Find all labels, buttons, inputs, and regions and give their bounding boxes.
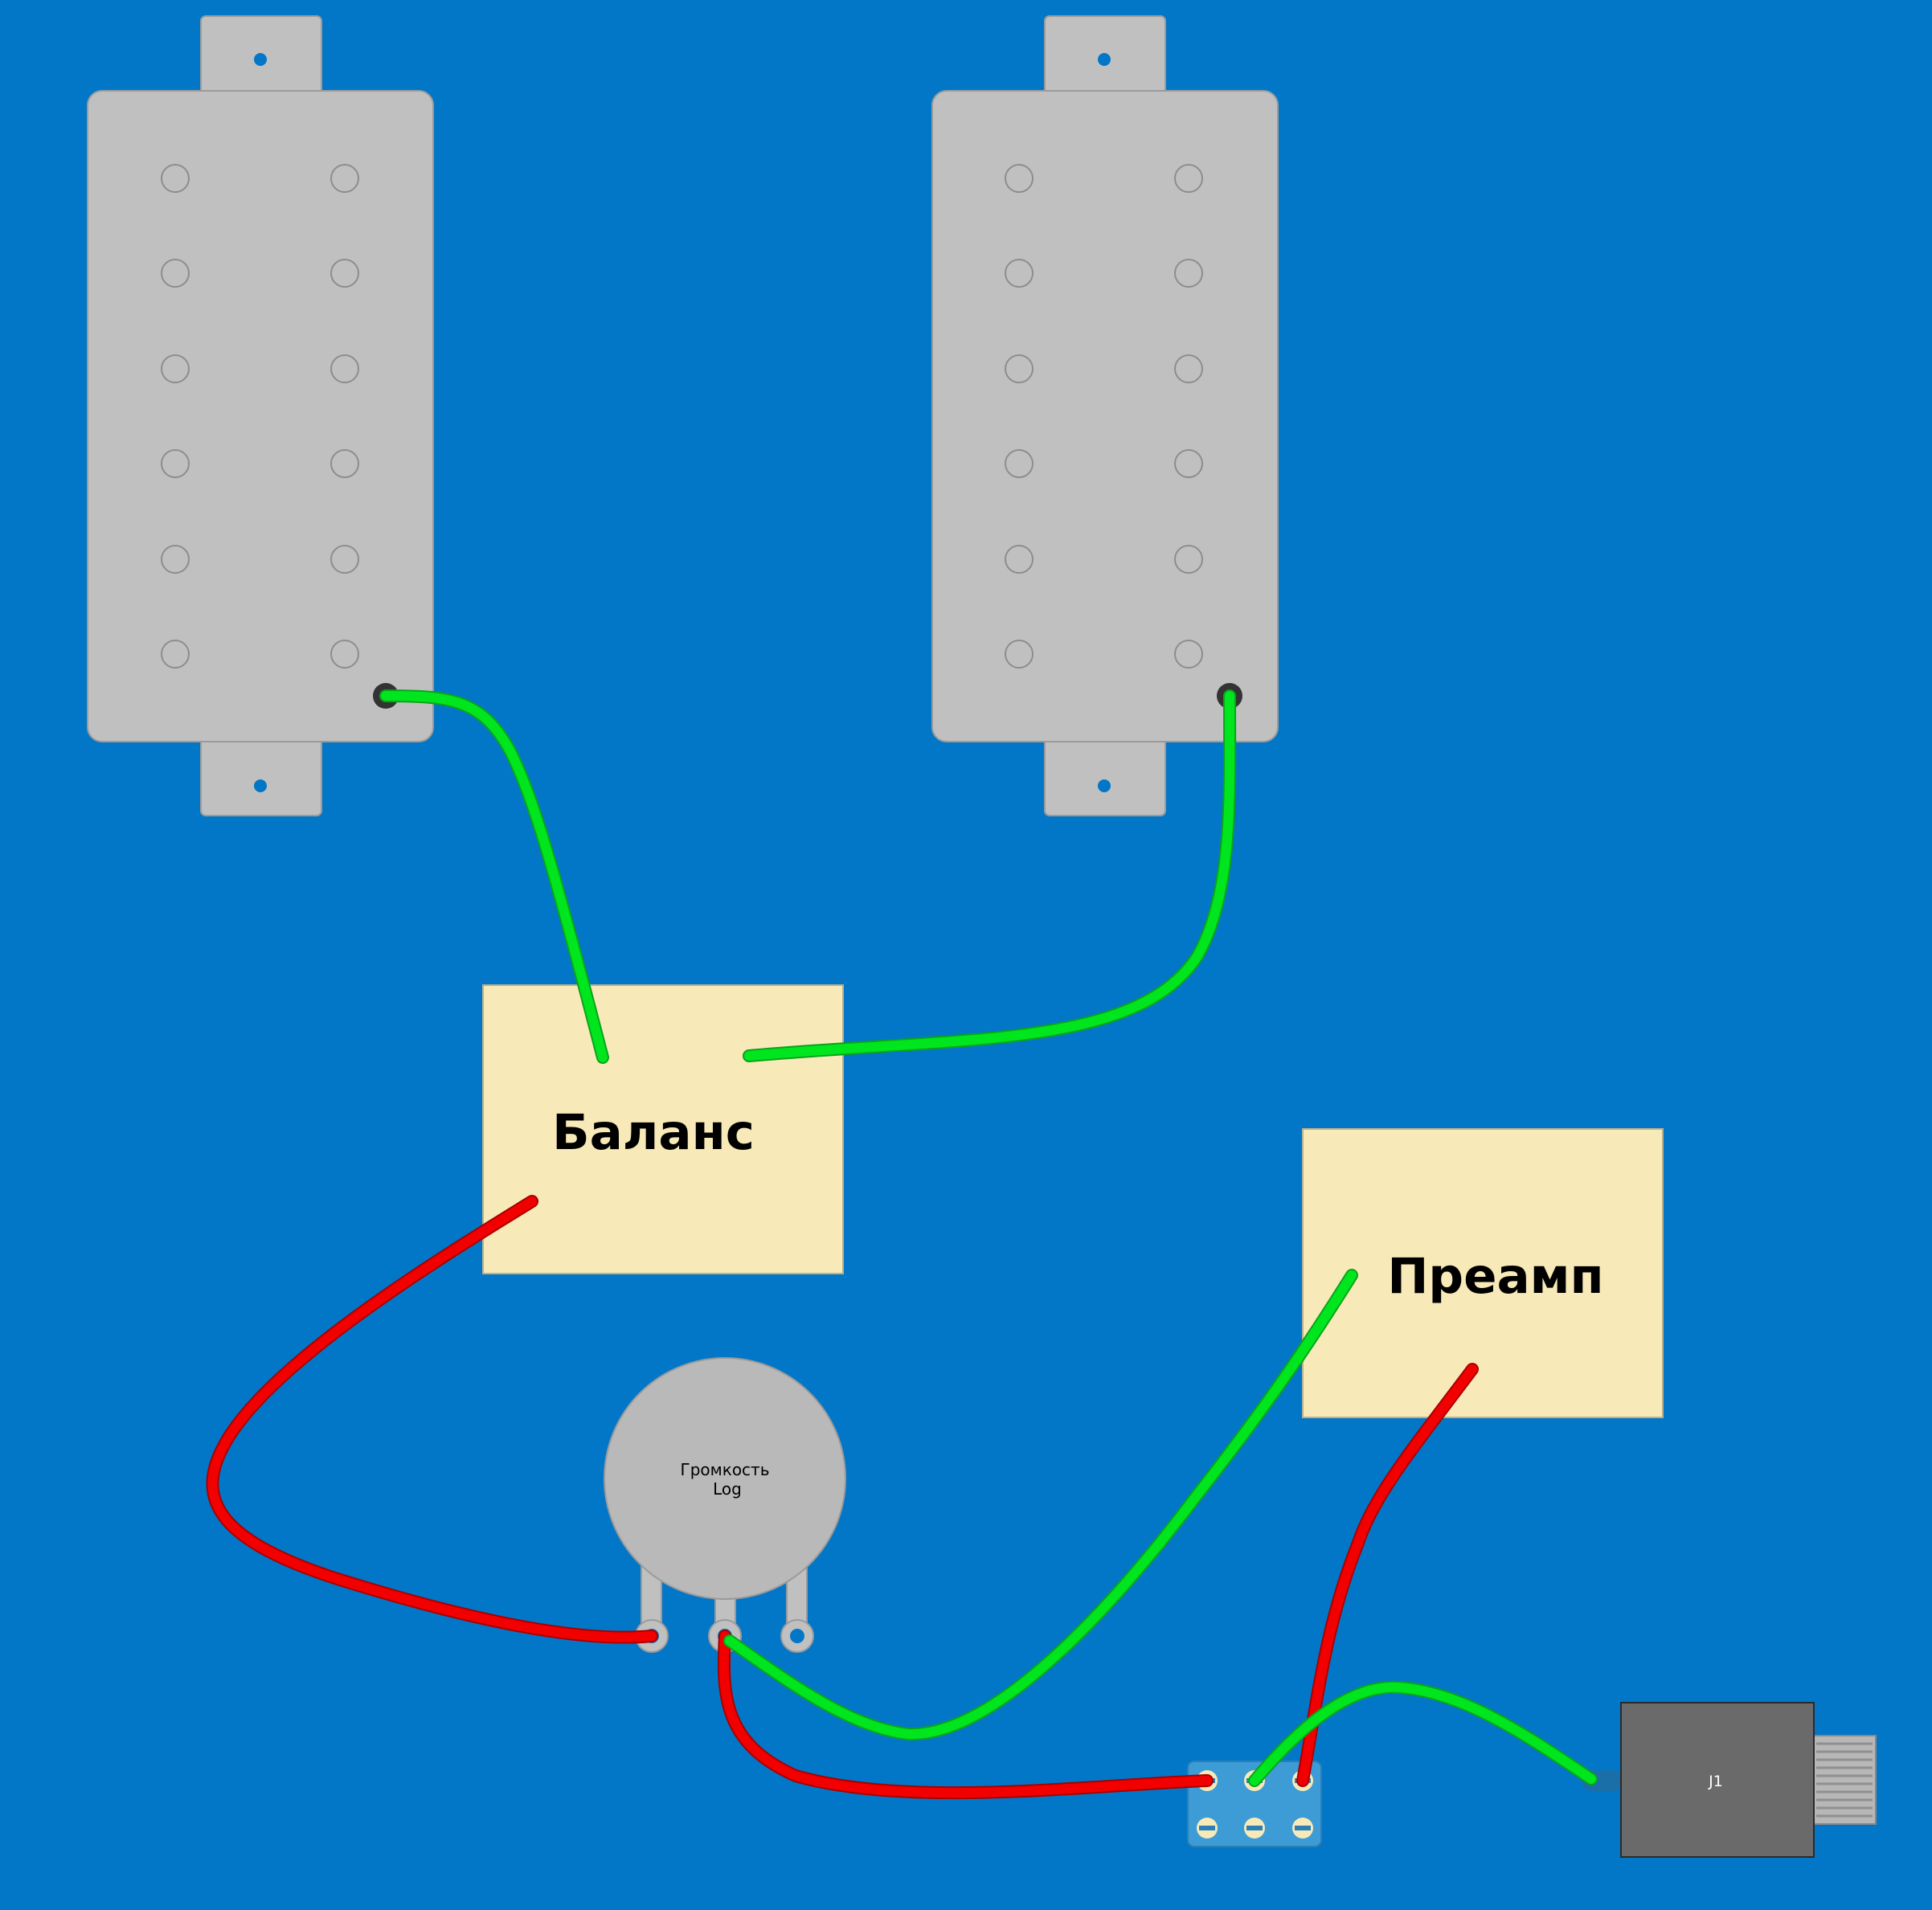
pole-piece xyxy=(330,259,359,288)
wire-green-pot-to-preamp xyxy=(725,1270,1357,1740)
pole-piece xyxy=(1174,449,1203,478)
preamp-module: Преамп xyxy=(1302,1128,1664,1418)
mounting-tab-bottom xyxy=(1044,730,1166,816)
pole-piece xyxy=(1005,259,1034,288)
screw-slot xyxy=(1199,1826,1215,1830)
mounting-hole xyxy=(254,779,267,792)
balance-module: Баланс xyxy=(482,984,844,1274)
pole-piece xyxy=(1005,449,1034,478)
pole-piece xyxy=(161,354,190,383)
pot-lug-hole xyxy=(790,1629,804,1643)
jack-label: J1 xyxy=(1708,1773,1723,1790)
pole-piece xyxy=(161,545,190,574)
wire-red-preamp-to-terminal xyxy=(1298,1364,1477,1785)
mounting-hole xyxy=(1098,779,1111,792)
pole-piece xyxy=(1005,640,1034,669)
jack-barrel xyxy=(1811,1735,1877,1825)
pole-piece xyxy=(161,259,190,288)
wire-red-pot-to-terminal xyxy=(718,1631,1212,1798)
wire-red-balance-to-pot xyxy=(207,1196,657,1642)
pole-piece xyxy=(330,545,359,574)
pot-label-line2: Log xyxy=(713,1479,742,1499)
pole-piece xyxy=(1174,259,1203,288)
pole-piece xyxy=(1005,354,1034,383)
pole-piece xyxy=(161,449,190,478)
terminal-block xyxy=(1187,1761,1322,1847)
pole-piece xyxy=(330,449,359,478)
screw-slot xyxy=(1295,1826,1311,1830)
wires xyxy=(206,689,1598,1800)
preamp-label: Преамп xyxy=(1387,1248,1603,1305)
pole-piece xyxy=(161,164,190,193)
pole-piece xyxy=(330,354,359,383)
pole-pieces xyxy=(1005,164,1203,669)
output-jack: J1 xyxy=(1582,1702,1877,1858)
pole-piece xyxy=(1005,545,1034,574)
pole-piece xyxy=(330,640,359,669)
pole-piece xyxy=(1005,164,1034,193)
jack-thread xyxy=(1816,1742,1873,1818)
pot-body xyxy=(604,1357,846,1600)
humbucker-pickup-bridge xyxy=(931,15,1279,816)
pole-piece xyxy=(330,164,359,193)
mounting-hole xyxy=(254,53,267,66)
pole-piece xyxy=(1174,545,1203,574)
pole-pieces xyxy=(161,164,359,669)
wire-green-terminal-to-jack xyxy=(1250,1682,1596,1785)
mounting-hole xyxy=(1098,53,1111,66)
balance-label: Баланс xyxy=(552,1104,755,1161)
pole-piece xyxy=(1174,164,1203,193)
pot-label-line1: Громкость xyxy=(681,1460,770,1479)
screw-slot xyxy=(1246,1826,1263,1830)
preamp-module-box xyxy=(1302,1128,1664,1418)
jack-body xyxy=(1620,1702,1815,1858)
pickup-cover xyxy=(87,90,434,742)
mounting-tab-bottom xyxy=(200,730,322,816)
pole-piece xyxy=(161,640,190,669)
pole-piece xyxy=(1174,640,1203,669)
balance-module-box xyxy=(482,984,844,1274)
wire-green-bridge-to-balance xyxy=(744,691,1235,1061)
wire-green-neck-to-balance xyxy=(381,691,608,1062)
pole-piece xyxy=(1174,354,1203,383)
terminal-block-body xyxy=(1187,1761,1322,1847)
pickup-cover xyxy=(931,90,1279,742)
humbucker-pickup-neck xyxy=(87,15,434,816)
